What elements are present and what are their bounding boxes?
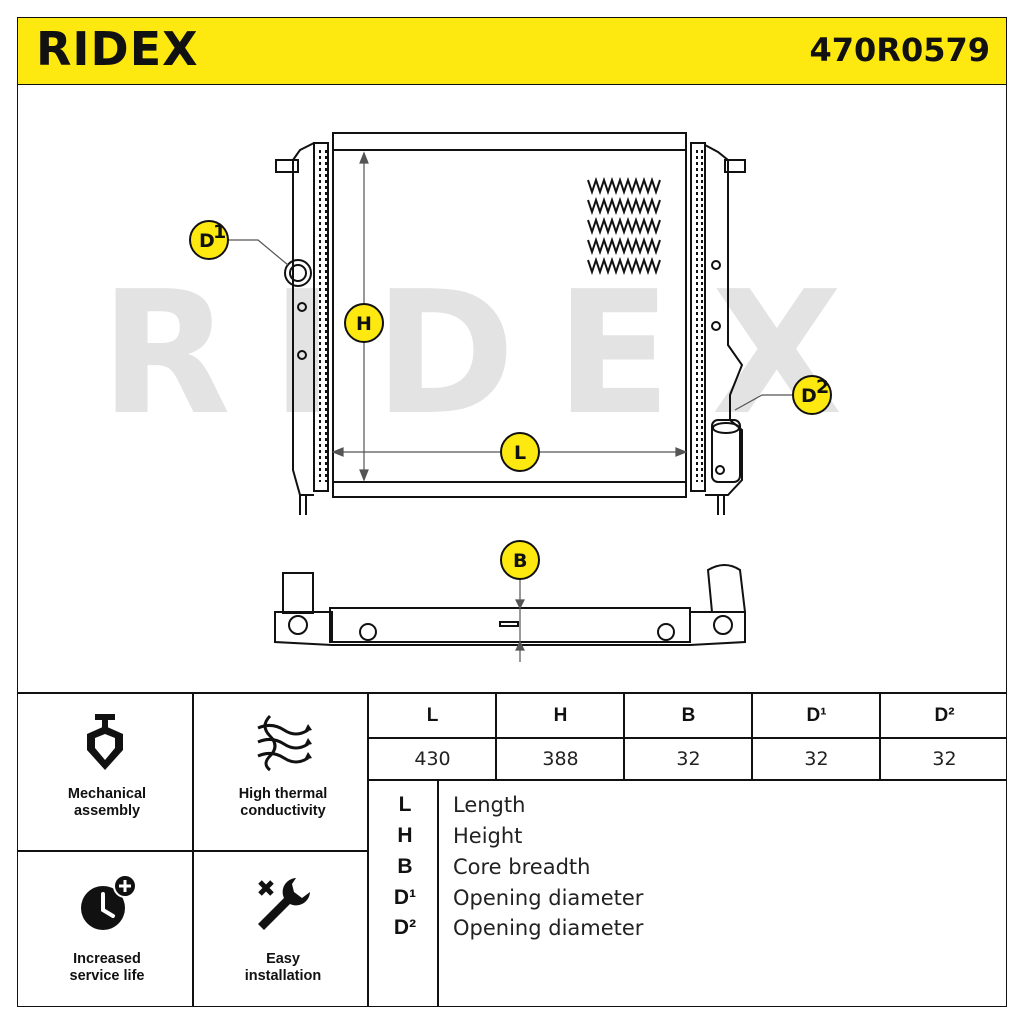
table-value-d1: 32 (804, 748, 829, 770)
label-d2: D 2 (792, 375, 832, 415)
label-h: H (344, 303, 384, 343)
grid-line (192, 692, 194, 1007)
service-life-icon (81, 874, 137, 930)
table-value-d2: 32 (932, 748, 957, 770)
table-header-b: B (681, 705, 696, 726)
section-divider (17, 692, 1007, 694)
legend-key: B (397, 855, 413, 878)
table-value-l: 430 (414, 748, 451, 770)
table-value-h: 388 (542, 748, 579, 770)
legend-key: D² (393, 916, 417, 939)
table-header-d1: D¹ (806, 705, 827, 726)
part-number: 470R0579 (809, 31, 991, 69)
table-value-b: 32 (676, 748, 701, 770)
legend-key: D¹ (393, 886, 417, 909)
grid-line (623, 692, 625, 779)
brand-logo: RIDEX (36, 22, 199, 76)
header-bar (17, 17, 1007, 85)
grid-line (367, 737, 1007, 739)
svg-text:D: D (199, 230, 215, 252)
label-d1: D 1 (189, 220, 229, 260)
legend-text: Core breadth (453, 855, 591, 879)
legend-text: Opening diameter (453, 886, 644, 910)
table-header-d2: D² (934, 705, 955, 726)
grid-line (495, 692, 497, 779)
watermark-text: RIDEX (100, 255, 882, 453)
svg-text:H: H (356, 313, 372, 335)
grid-line (437, 779, 439, 1007)
radiator-drawing: RIDEX (100, 132, 882, 662)
label-l: L (500, 432, 540, 472)
table-header-h: H (553, 705, 568, 726)
grid-line (367, 692, 369, 1007)
svg-text:1: 1 (213, 221, 226, 243)
grid-line (879, 692, 881, 779)
legend-text: Length (453, 793, 526, 817)
legend-key: H (397, 824, 413, 847)
svg-text:L: L (514, 442, 526, 464)
svg-text:D: D (801, 385, 817, 407)
thermal-conductivity-icon (257, 714, 312, 772)
grid-line (17, 850, 367, 852)
legend-text: Height (453, 824, 523, 848)
table-header-l: L (426, 705, 439, 726)
installation-wrench-icon (258, 878, 310, 930)
legend-text: Opening diameter (453, 916, 644, 940)
svg-text:2: 2 (816, 376, 829, 398)
legend-key: L (398, 793, 412, 816)
grid-line (367, 779, 1007, 781)
label-b: B (500, 540, 540, 580)
grid-line (751, 692, 753, 779)
svg-text:B: B (513, 550, 527, 572)
mechanical-assembly-icon (87, 714, 123, 770)
